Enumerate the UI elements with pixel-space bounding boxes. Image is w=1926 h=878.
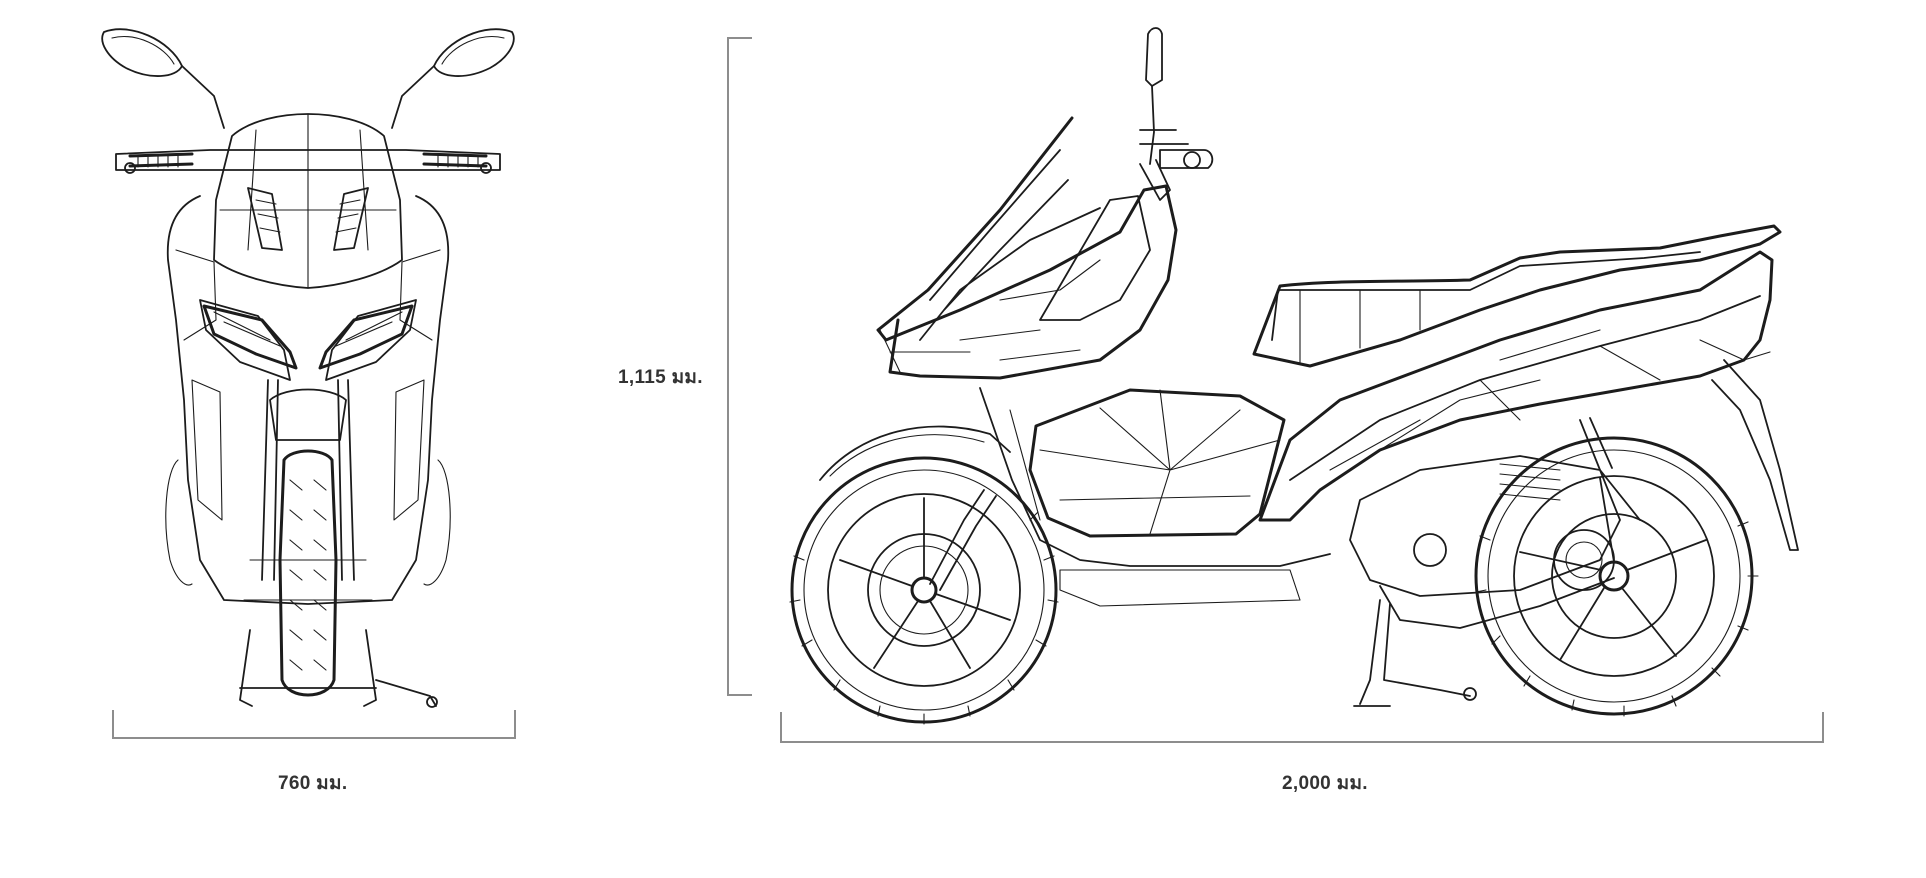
width-label: 760 มม. — [278, 773, 348, 794]
length-dimension-line — [780, 712, 1824, 743]
front-left-mirror — [101, 28, 225, 129]
front-stand — [239, 629, 438, 708]
side-rear-cowl — [1258, 250, 1799, 551]
side-front-fairing — [876, 116, 1178, 380]
length-label: 2,000 มม. — [1282, 773, 1368, 794]
rear-wheel — [1474, 436, 1759, 717]
side-front-fork — [819, 425, 1011, 591]
front-tire — [278, 449, 338, 697]
side-seat — [1252, 224, 1782, 368]
side-engine — [1349, 417, 1641, 629]
front-right-mirror — [391, 28, 515, 129]
width-dimension-line — [112, 710, 516, 739]
side-center-stand — [1353, 599, 1477, 707]
height-dimension-line — [727, 37, 752, 696]
front-wheel — [789, 456, 1059, 725]
front-fairing — [165, 195, 451, 605]
side-view-drawing — [789, 27, 1799, 725]
front-headlights — [202, 304, 414, 370]
front-fork — [243, 379, 373, 601]
front-windscreen — [213, 113, 403, 289]
front-handlebar — [115, 149, 501, 174]
height-label: 1,115 มม. — [618, 367, 703, 388]
side-body-panel — [979, 387, 1331, 607]
side-steering — [1139, 27, 1214, 201]
front-view-drawing — [101, 28, 515, 708]
